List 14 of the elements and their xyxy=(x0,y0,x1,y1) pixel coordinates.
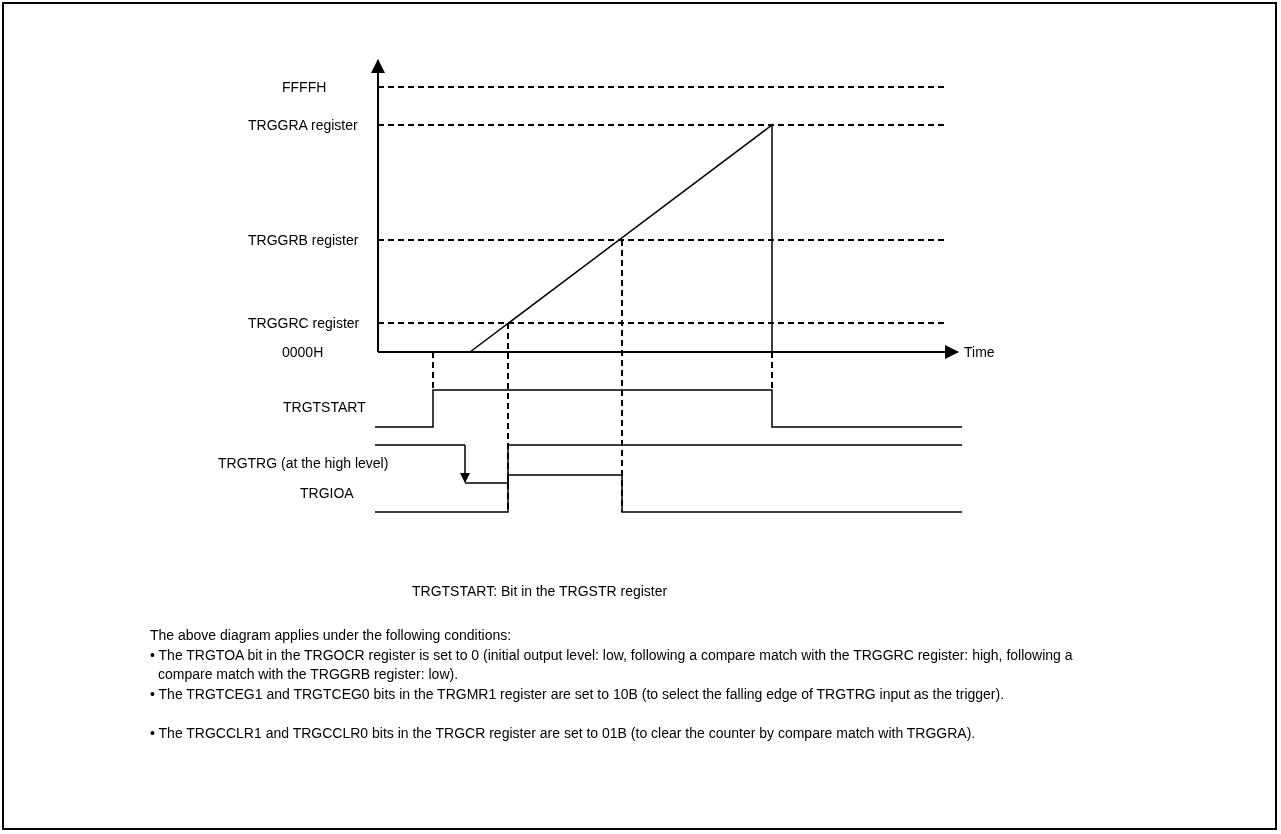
caption: TRGTSTART: Bit in the TRGSTR register xyxy=(412,582,668,600)
axis-label: TRGGRA register xyxy=(248,116,358,134)
axis-label: FFFFH xyxy=(282,78,327,96)
note-text: • The TRGTCEG1 and TRGTCEG0 bits in the TRGMR1 register are set to 10B (to select the falling edge of TRGTRG input as the trigger). xyxy=(150,685,1006,704)
axis-label: 0000H xyxy=(282,343,324,361)
signal-label: TRGTRG (at the high level) xyxy=(218,454,389,472)
axis-label: TRGGRB register xyxy=(248,231,359,249)
signal-label: TRGTSTART xyxy=(283,398,366,416)
axis-label: TRGGRC register xyxy=(248,314,360,332)
axis-label: Time xyxy=(964,343,995,361)
note-text: • The TRGCCLR1 and TRGCCLR0 bits in the TRGCR register are set to 01B (to clear the counter by compare match with TRGGRA). xyxy=(150,724,977,743)
note-text: The above diagram applies under the following conditions: xyxy=(150,626,513,645)
note-text: • The TRGTOA bit in the TRGOCR register is set to 0 (initial output level: low, following a compare match with the TRGGRC register: high, following a compare match with the TRGGRB register: low). xyxy=(150,646,1074,684)
signal-label: TRGIOA xyxy=(300,484,354,502)
